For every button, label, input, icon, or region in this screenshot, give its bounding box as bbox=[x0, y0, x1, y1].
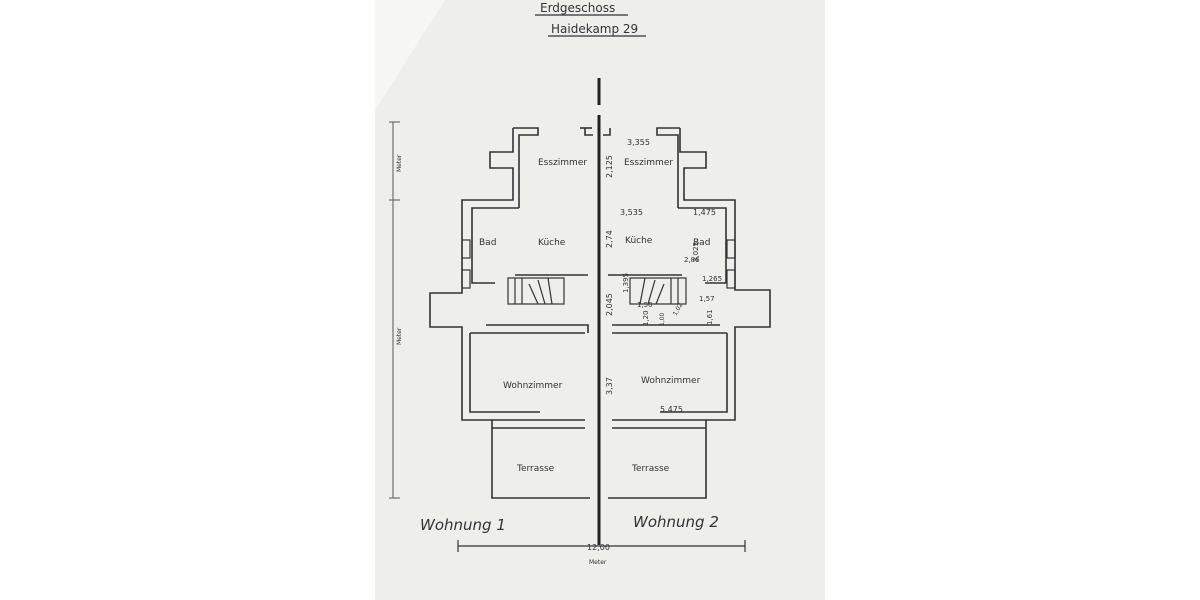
plan-address: Haidekamp 29 bbox=[551, 22, 638, 36]
staircase-left bbox=[507, 277, 565, 305]
dim-150: 1,50 bbox=[637, 301, 653, 309]
dim-5475: 5,475 bbox=[660, 405, 683, 414]
signature-right: Wohnung 2 bbox=[633, 513, 719, 531]
dim-274: 2,74 bbox=[605, 230, 614, 248]
room-label-esszimmer-left: Esszimmer bbox=[538, 158, 587, 168]
bath-windows bbox=[461, 239, 736, 289]
dim-337: 3,37 bbox=[605, 377, 614, 395]
room-label-kueche-right: Küche bbox=[625, 236, 653, 246]
dim-1265: 1,265 bbox=[702, 275, 722, 283]
dimension-line-left bbox=[389, 121, 400, 499]
dim-1475: 1,475 bbox=[693, 208, 716, 217]
room-label-esszimmer-right: Esszimmer bbox=[624, 158, 673, 168]
dim-2045: 2,045 bbox=[605, 293, 614, 316]
unit-meter-left-mid: Meter bbox=[396, 327, 403, 345]
dim-1200: 12,00 bbox=[587, 543, 610, 552]
staircase-right bbox=[629, 277, 687, 305]
room-label-kueche-left: Küche bbox=[538, 238, 566, 248]
dim-3355: 3,355 bbox=[627, 138, 650, 147]
signature-left: Wohnung 1 bbox=[420, 516, 506, 534]
dim-161: 1,61 bbox=[706, 309, 714, 325]
dim-100: 1,00 bbox=[659, 312, 666, 326]
room-label-terrasse-left: Terrasse bbox=[516, 464, 555, 474]
plan-title: Erdgeschoss bbox=[540, 1, 615, 15]
dimension-line-bottom bbox=[457, 540, 746, 552]
room-label-terrasse-right: Terrasse bbox=[631, 464, 670, 474]
room-label-bad-right: Bad bbox=[693, 238, 710, 248]
room-label-wohnzimmer-left: Wohnzimmer bbox=[503, 381, 563, 391]
dim-120: 1,20 bbox=[642, 310, 650, 326]
dim-2125: 2,125 bbox=[605, 155, 614, 178]
room-label-wohnzimmer-right: Wohnzimmer bbox=[641, 376, 701, 386]
dim-1395: 1,395 bbox=[622, 273, 630, 293]
walls bbox=[429, 127, 771, 499]
dim-3025: 3,025 bbox=[692, 242, 700, 262]
dim-286: 2,86 bbox=[684, 256, 700, 264]
unit-meter-left-top: Meter bbox=[396, 154, 403, 172]
unit-meter-bottom: Meter bbox=[589, 559, 607, 566]
room-label-bad-left: Bad bbox=[479, 238, 496, 248]
dim-157: 1,57 bbox=[699, 295, 715, 303]
dim-3535: 3,535 bbox=[620, 208, 643, 217]
